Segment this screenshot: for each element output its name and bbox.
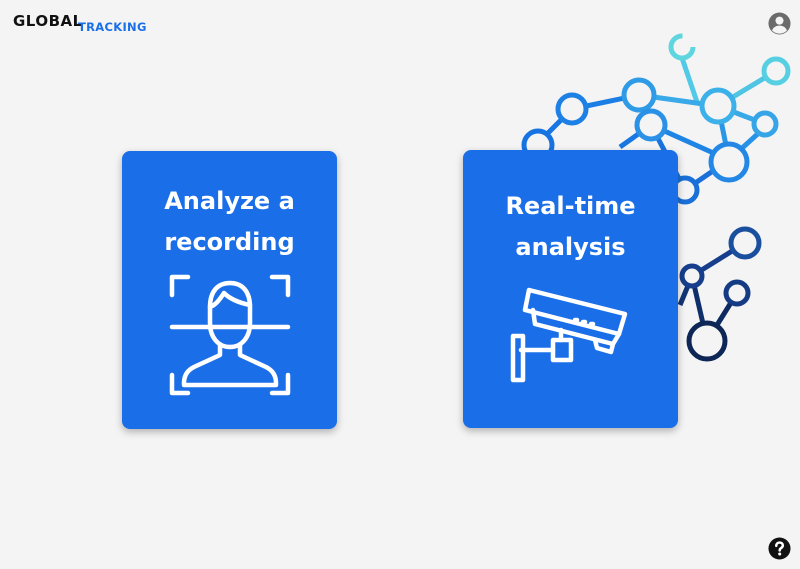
realtime-title-line1: Real-time [505,192,636,220]
security-camera-icon [510,287,628,383]
analyze-title-line2: recording [164,228,295,256]
help-question-icon[interactable] [768,537,791,560]
realtime-analysis-title: Real-time analysis [463,186,678,268]
analyze-title-line1: Analyze a [164,187,295,215]
analyze-recording-title: Analyze a recording [122,181,337,263]
logo-primary-text: GLOBAL [13,12,83,30]
logo-secondary-text: TRACKING [78,20,147,34]
realtime-analysis-card[interactable]: Real-time analysis [463,150,678,428]
realtime-title-line2: analysis [515,233,626,261]
analyze-recording-card[interactable]: Analyze a recording [122,151,337,429]
face-scan-icon [169,274,291,396]
user-avatar-icon[interactable] [768,12,791,35]
